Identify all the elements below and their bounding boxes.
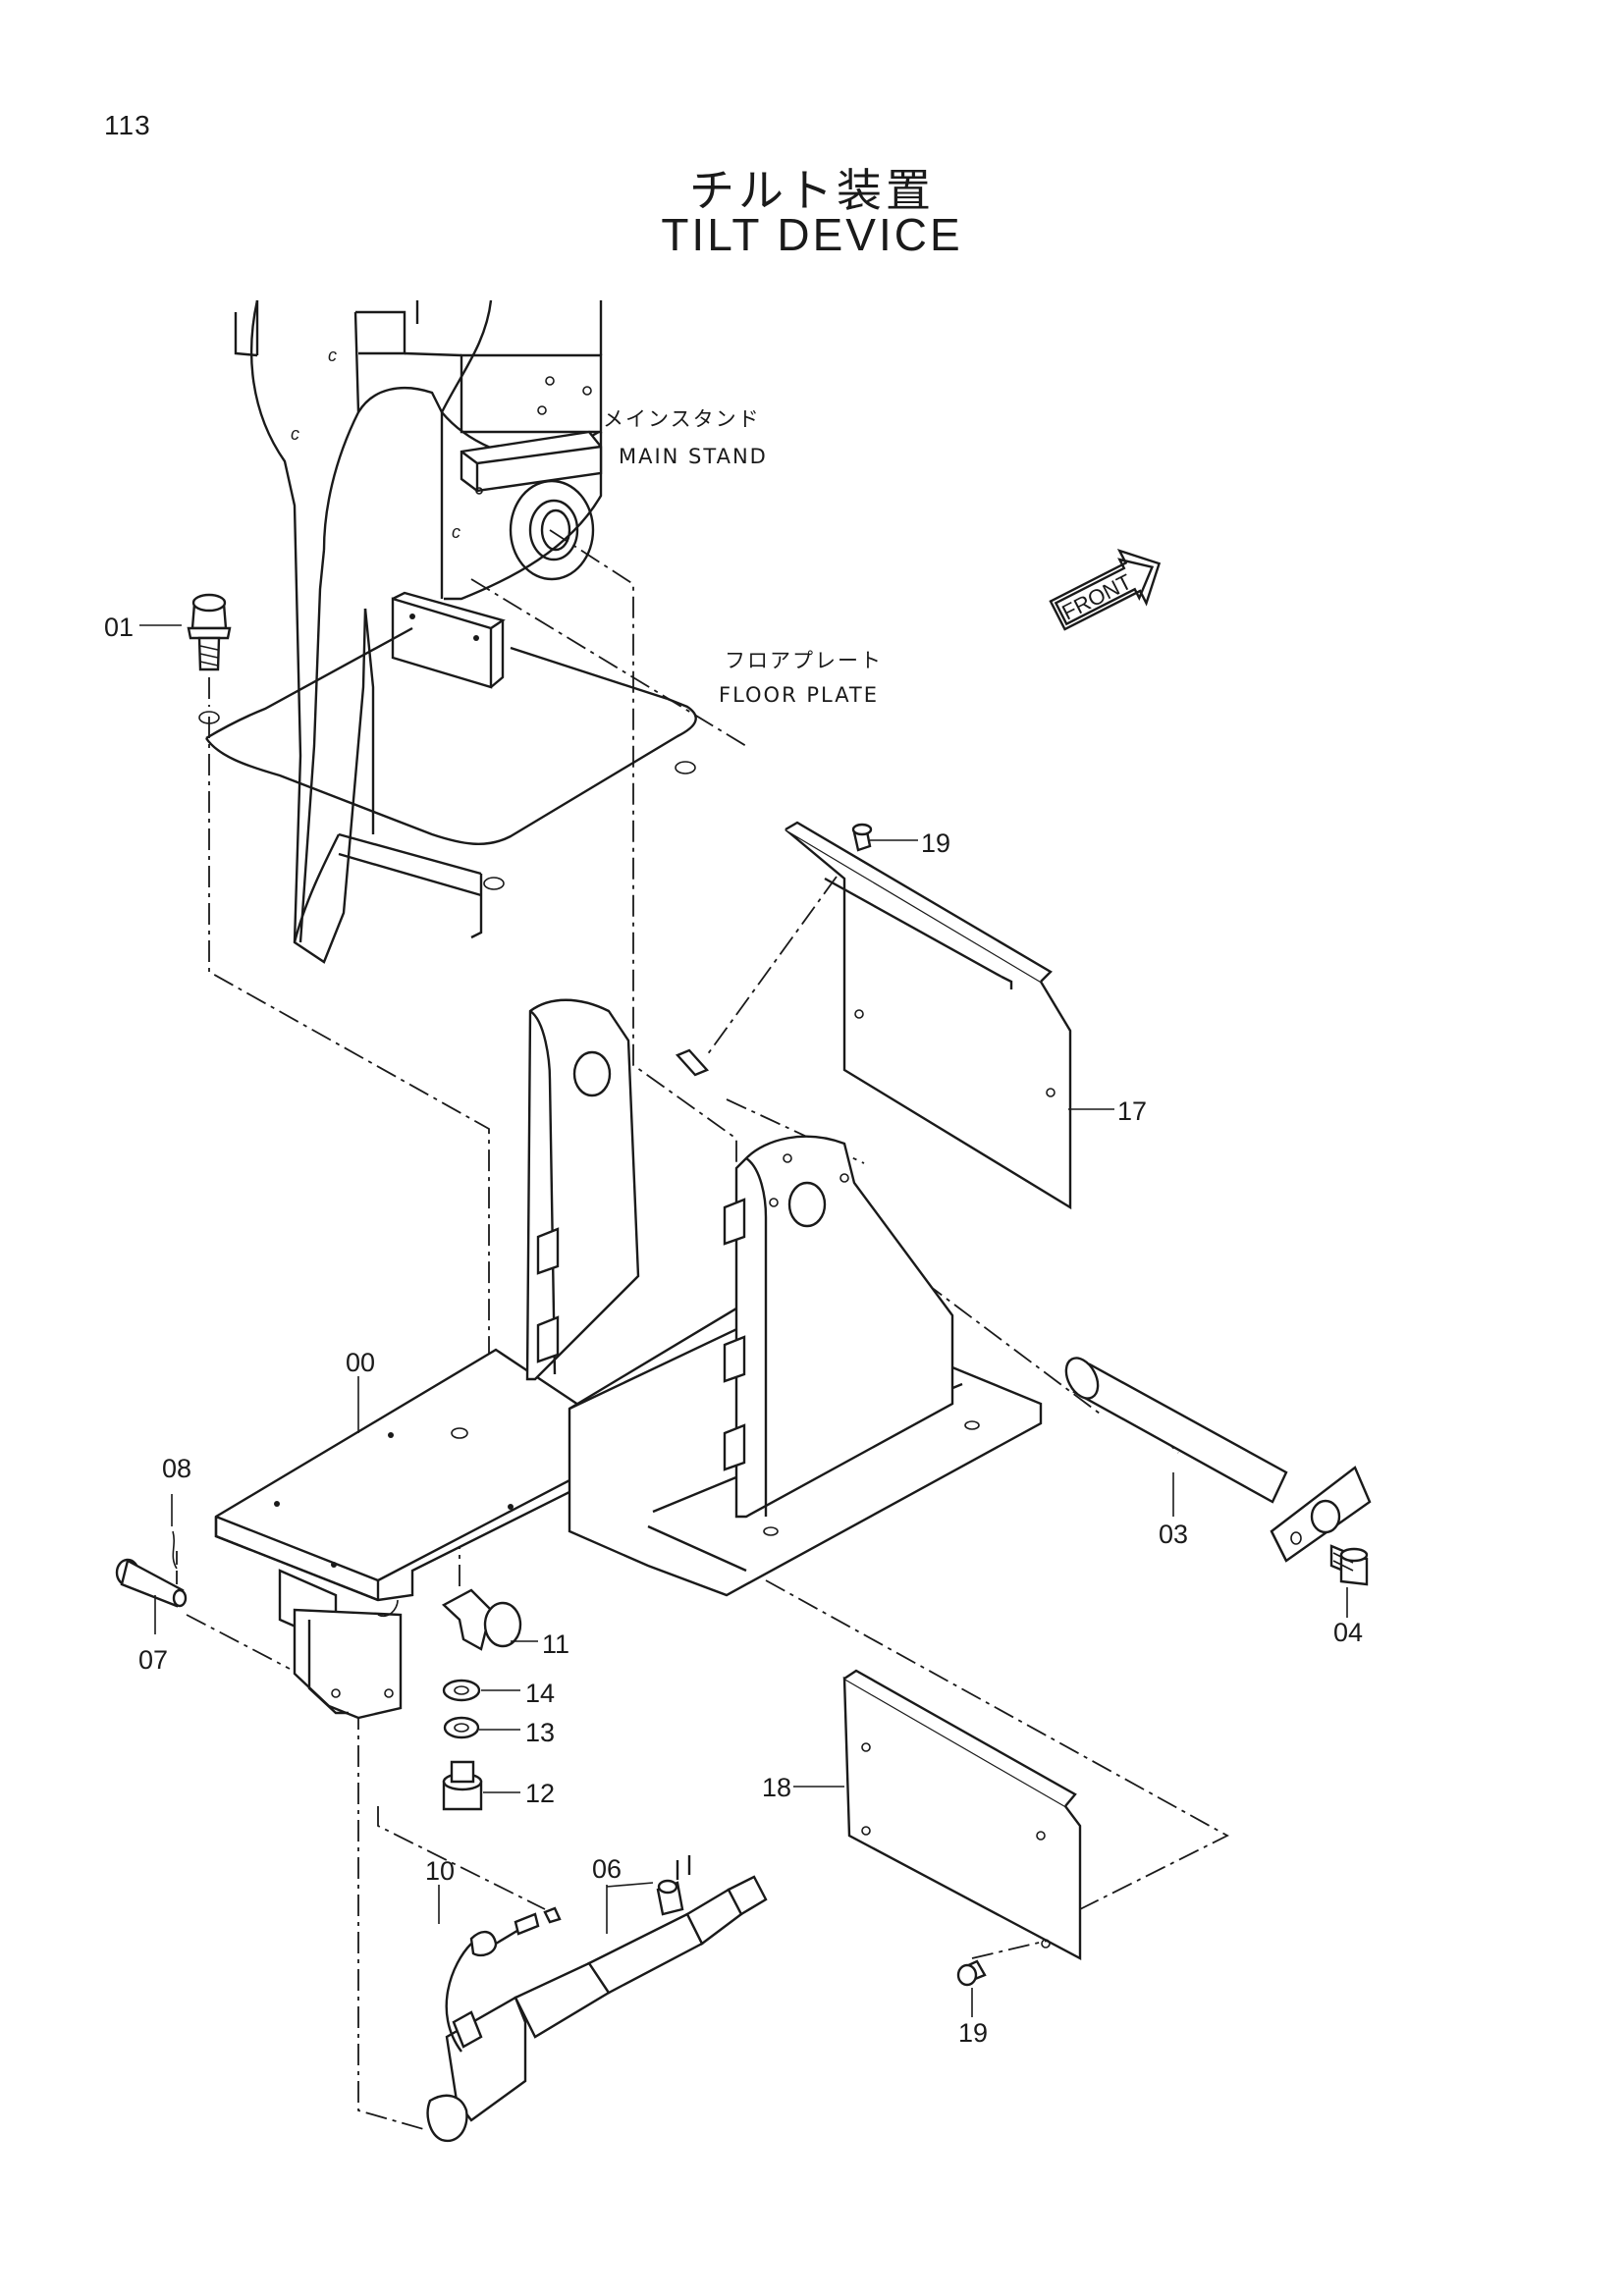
clamp-hardware bbox=[441, 1588, 522, 1811]
cover-plate-18 bbox=[842, 1669, 1082, 1987]
floor-plate-label-jp: フロアプレート bbox=[725, 649, 883, 672]
title-japanese: チルト装置 bbox=[689, 164, 935, 217]
pin-07-08 bbox=[115, 1530, 188, 1608]
svg-text:c: c bbox=[291, 424, 299, 444]
floor-plate-label-en: FLOOR PLATE bbox=[719, 683, 879, 707]
annotations: メインスタンド MAIN STAND フロアプレート FLOOR PLATE 0… bbox=[104, 407, 1363, 2048]
main-stand-drawing: c c c bbox=[234, 299, 603, 964]
bolt-04 bbox=[1329, 1544, 1369, 1586]
svg-text:c: c bbox=[452, 522, 460, 542]
main-stand-label-en: MAIN STAND bbox=[619, 445, 768, 468]
bolt-01 bbox=[187, 593, 232, 707]
part-label-19-bottom: 19 bbox=[958, 2018, 988, 2048]
pin-03 bbox=[1064, 1357, 1372, 1563]
svg-text:c: c bbox=[328, 346, 337, 365]
part-label-06: 06 bbox=[592, 1854, 622, 1884]
base-plate-00 bbox=[214, 1348, 763, 1720]
part-label-01: 01 bbox=[104, 613, 134, 642]
actuator-06 bbox=[426, 1855, 768, 2143]
part-label-10: 10 bbox=[425, 1856, 455, 1886]
part-label-11: 11 bbox=[542, 1629, 569, 1659]
part-label-14: 14 bbox=[525, 1679, 555, 1708]
part-label-12: 12 bbox=[525, 1779, 555, 1808]
cover-plate-17 bbox=[675, 821, 1072, 1210]
right-upright bbox=[723, 1135, 954, 1519]
part-label-00: 00 bbox=[346, 1348, 375, 1377]
title-english: TILT DEVICE bbox=[661, 209, 963, 260]
part-label-04: 04 bbox=[1333, 1618, 1363, 1647]
main-stand-label-jp: メインスタンド bbox=[603, 407, 761, 431]
part-label-08: 08 bbox=[162, 1454, 191, 1483]
callout-leaders bbox=[139, 624, 1348, 2017]
part-label-07: 07 bbox=[138, 1645, 168, 1675]
floor-plate-opening bbox=[198, 626, 697, 890]
part-label-18: 18 bbox=[762, 1773, 791, 1802]
part-label-13: 13 bbox=[525, 1718, 555, 1747]
part-label-19-top: 19 bbox=[921, 828, 950, 858]
left-upright bbox=[525, 998, 640, 1381]
front-arrow: FRONT bbox=[1049, 548, 1162, 631]
page-number: 113 bbox=[104, 110, 151, 140]
part-label-17: 17 bbox=[1117, 1096, 1147, 1126]
assembly-lines bbox=[176, 529, 1229, 2131]
part-label-03: 03 bbox=[1159, 1520, 1188, 1549]
